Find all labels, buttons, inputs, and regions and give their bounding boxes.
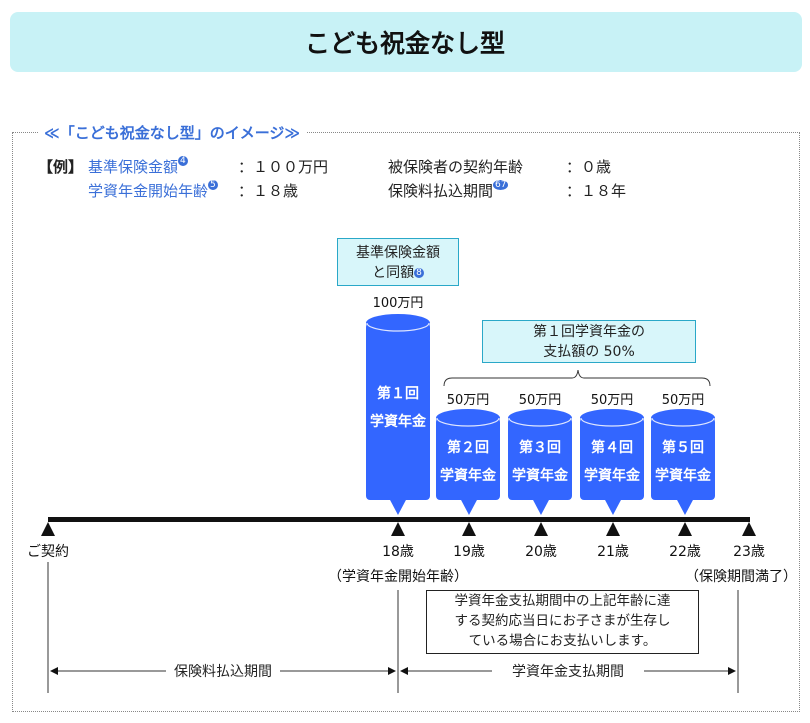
- cylinder-3: [508, 409, 572, 515]
- timeline-label-age: 23歳: [733, 544, 765, 560]
- timeline-markers: [41, 522, 756, 536]
- timeline-label-age: 20歳: [525, 544, 557, 560]
- timeline-axis: [48, 517, 750, 522]
- title-banner: [10, 12, 802, 72]
- timeline-label-age: 19歳: [453, 544, 485, 560]
- timeline-label-age: 18歳: [382, 544, 414, 560]
- amount-label: 50万円: [590, 393, 634, 408]
- start-age-caption: （学資年金開始年齢）: [328, 569, 468, 585]
- timeline-label-contract: ご契約: [27, 544, 69, 560]
- timeline-label-age: 22歳: [669, 544, 701, 560]
- cylinder-1: [366, 314, 430, 515]
- annuity-period: 学資年金支払期間: [398, 661, 738, 681]
- amount-label: 50万円: [518, 393, 562, 408]
- amount-label: 50万円: [661, 393, 705, 408]
- example-label-contract-age: 被保険者の契約年齢: [388, 158, 524, 176]
- amount-label: 100万円: [372, 296, 424, 311]
- page-title: こども祝金なし型: [304, 29, 505, 58]
- cylinder-5: [651, 409, 715, 515]
- payment-condition-note: 学資年金支払期間中の上記年齢に達する契約応当日にお子さまが生存している場合にお支…: [426, 590, 699, 654]
- brace: [443, 369, 711, 387]
- cylinder-2: [436, 409, 500, 515]
- premium-period: 保険料払込期間: [48, 661, 398, 681]
- payment-label-4: 第４回学資年金: [584, 440, 640, 484]
- section-heading: ≪「こども祝金なし型」のイメージ≫: [38, 122, 307, 143]
- example-value-contract-age: ：０歳: [566, 158, 612, 176]
- term-end-caption: （保険期間満了）: [685, 569, 797, 585]
- amount-label: 50万円: [446, 393, 490, 408]
- payment-label-1: 第１回学資年金: [370, 386, 426, 430]
- cylinder-4: [580, 409, 644, 515]
- payment-label-5: 第５回学資年金: [655, 440, 711, 484]
- payment-label-3: 第３回学資年金: [512, 440, 568, 484]
- image-frame: [12, 132, 800, 712]
- example-value-start-age: ：１８歳: [238, 182, 299, 200]
- example-value-premium-period: ：１８年: [566, 182, 627, 200]
- example-tag: 【例】: [38, 158, 84, 176]
- payment-label-2: 第２回学資年金: [440, 440, 496, 484]
- callout-fifty-percent: 第１回学資年金の支払額の 50%: [482, 320, 696, 363]
- example-value-base-amount: ：１００万円: [238, 158, 329, 176]
- timeline-label-age: 21歳: [597, 544, 629, 560]
